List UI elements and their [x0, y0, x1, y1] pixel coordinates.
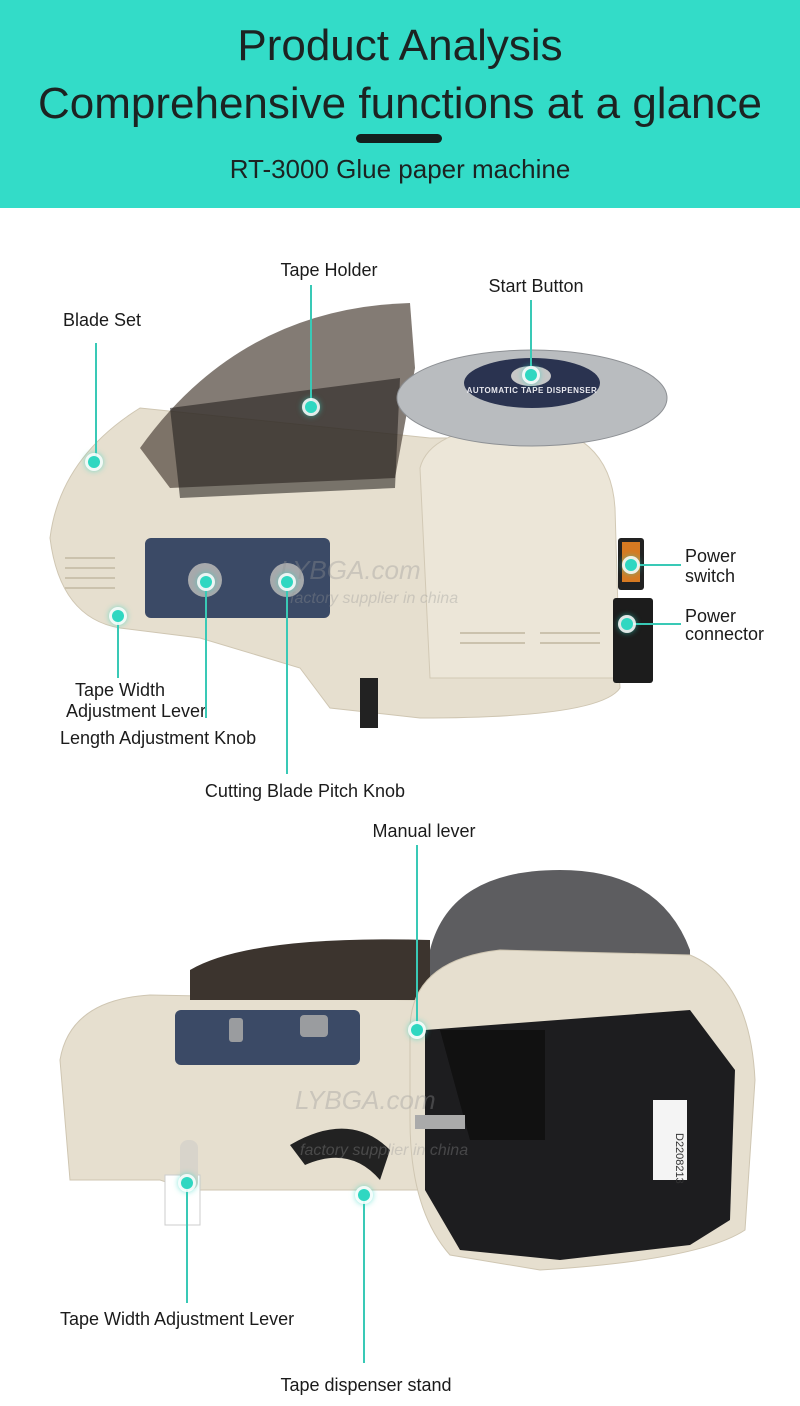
power-switch-label-line2: switch: [685, 566, 736, 586]
dispenser-stand-leader: [363, 1195, 365, 1363]
tape-width-lever-label-line2: Adjustment Lever: [65, 701, 207, 721]
power-connector-label-line1: Power: [685, 606, 737, 626]
serial-sticker: D2208213: [673, 1132, 685, 1184]
manual-lever-leader: [416, 845, 418, 1030]
power-switch-leader: [631, 564, 681, 566]
machine-top-view-image: [0, 208, 800, 768]
start-button-leader: [530, 300, 532, 375]
title-divider: [356, 134, 442, 143]
blade-pitch-knob-label: Cutting Blade Pitch Knob: [204, 781, 406, 801]
start-button-marker: [525, 369, 537, 381]
power-connector-leader: [627, 623, 681, 625]
bottom-tape-width-lever-marker: [181, 1177, 193, 1189]
bottom-tape-width-lever-label: Tape Width Adjustment Lever: [60, 1309, 295, 1329]
blade-set-label: Blade Set: [62, 310, 142, 330]
watermark-brand-bottom: LYBGA.com: [295, 1085, 436, 1115]
subtitle: RT-3000 Glue paper machine: [229, 154, 571, 184]
blade-set-leader: [95, 343, 97, 462]
manual-lever-label: Manual lever: [372, 821, 476, 841]
power-connector-marker: [621, 618, 633, 630]
dispenser-stand-marker: [358, 1189, 370, 1201]
blade-pitch-knob-leader: [286, 582, 288, 774]
blade-pitch-knob-marker: [281, 576, 293, 588]
machine-bottom-view-image: [59, 870, 756, 1271]
tape-holder-label: Tape Holder: [280, 260, 378, 280]
length-knob-label: Length Adjustment Knob: [60, 728, 257, 748]
watermark-tagline-bottom: factory supplier in china: [300, 1142, 469, 1159]
title-line-1: Product Analysis: [237, 21, 563, 70]
dispenser-stand-label: Tape dispenser stand: [280, 1375, 452, 1395]
title-line-2: Comprehensive functions at a glance: [38, 79, 762, 128]
power-switch-label-line1: Power: [685, 546, 737, 566]
length-knob-leader: [205, 582, 207, 718]
bottom-tape-width-lever-leader: [186, 1183, 188, 1303]
disc-label-text: AUTOMATIC TAPE DISPENSER: [466, 386, 598, 395]
tape-width-lever-label-line1: Tape Width: [74, 680, 166, 700]
power-switch-marker: [625, 559, 637, 571]
tape-holder-marker: [305, 401, 317, 413]
power-connector-label-line2: connector: [685, 624, 765, 644]
manual-lever-marker: [411, 1024, 423, 1036]
watermark-tagline-top: factory supplier in china: [290, 590, 459, 607]
start-button-label: Start Button: [488, 276, 584, 296]
length-knob-marker: [200, 576, 212, 588]
tape-width-lever-leader: [117, 616, 119, 678]
watermark-brand-top: LYBGA.com: [280, 555, 421, 585]
header-banner: Product Analysis Comprehensive functions…: [0, 0, 800, 208]
tape-width-lever-marker: [112, 610, 124, 622]
blade-set-marker: [88, 456, 100, 468]
tape-holder-leader: [310, 285, 312, 407]
